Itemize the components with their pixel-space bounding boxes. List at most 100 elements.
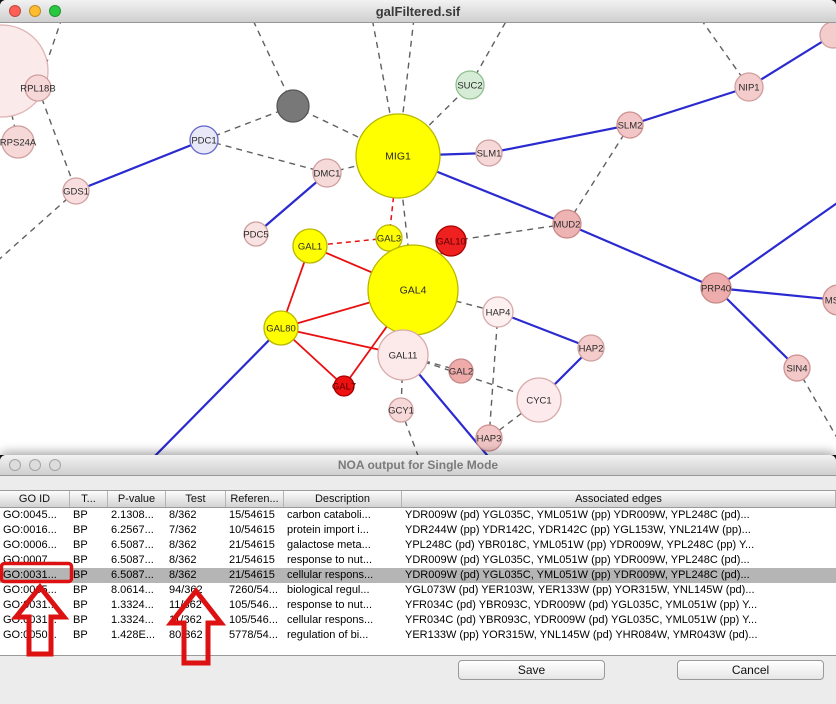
close-button[interactable] [9,5,21,17]
edge-pd[interactable] [796,367,836,443]
table-cell: 105/546... [229,599,278,611]
column-header-associated-edges[interactable]: Associated edges [402,491,836,507]
table-cell: BP [73,539,88,551]
node-gray1[interactable] [276,89,310,123]
edge-pp[interactable] [715,287,798,369]
save-button[interactable]: Save [458,660,605,680]
edge-pp[interactable] [715,286,836,301]
cancel-button[interactable]: Cancel [677,660,824,680]
node-GAL11[interactable] [377,329,429,381]
column-header-go-id[interactable]: GO ID [0,491,70,507]
node-PDC5[interactable] [243,221,269,247]
zoom-button[interactable] [49,459,61,471]
node-SLM1[interactable] [475,139,503,167]
node-MUD2[interactable] [552,209,582,239]
column-header-description[interactable]: Description [284,491,402,507]
close-button[interactable] [9,459,21,471]
edge-pp[interactable] [629,85,750,127]
node-RPL18B[interactable] [24,74,52,102]
node-GAL80[interactable] [263,310,299,346]
table-cell: 94/362 [169,584,203,596]
node-NIP1[interactable] [734,72,764,102]
edge-pp[interactable] [748,34,834,88]
node-label: GAL10 [436,237,466,248]
edge-red-dash[interactable] [388,155,399,239]
table-cell: 21/54615 [229,554,275,566]
node-GAL1[interactable] [292,228,328,264]
node-SIN4[interactable] [783,354,811,382]
network-graph: RPL18BRPS24AGDS1PDC1DMC1MIG1SUC2SLM1SLM2… [0,23,836,455]
edge-pp[interactable] [255,172,328,235]
node-MIG1[interactable] [355,113,441,199]
table-cell: 21/54615 [229,539,275,551]
edge-pp[interactable] [488,123,631,155]
edge-pd[interactable] [37,23,62,89]
column-header-t-[interactable]: T... [70,491,108,507]
edge-pd[interactable] [37,87,77,192]
edge-pd[interactable] [0,190,77,263]
column-header-referen-[interactable]: Referen... [226,491,284,507]
node-bigpale[interactable] [0,24,49,118]
table-cell: BP [73,614,88,626]
noa-window-titlebar[interactable]: NOA output for Single Mode [0,455,836,476]
edge-pp[interactable] [566,222,717,290]
node-label: SIN4 [786,364,807,375]
node-HAP2[interactable] [577,334,605,362]
node-RPS24A[interactable] [1,125,35,159]
edge-pd[interactable] [566,124,631,225]
network-window-titlebar[interactable]: galFiltered.sif [0,0,836,23]
node-GAL2[interactable] [448,358,474,384]
edge-pp[interactable] [497,310,592,350]
edge-pp[interactable] [75,138,205,193]
node-GAL3[interactable] [375,224,403,252]
node-SLM2[interactable] [616,111,644,139]
edge-pd[interactable] [488,311,499,439]
edge-pd[interactable] [203,139,328,174]
edge-pp[interactable] [715,201,836,289]
edge-pd[interactable] [450,223,568,242]
table-cell: 6.5087... [111,539,154,551]
node-label: PDC1 [191,136,216,147]
table-cell: YDR244W (pp) YDR142C, YDR142C (pp) YGL15… [405,524,751,536]
table-cell: 2.1308... [111,509,154,521]
edge-pd[interactable] [292,105,399,157]
edge-pp[interactable] [150,327,282,455]
minimize-button[interactable] [29,5,41,17]
node-MSN4[interactable] [822,284,836,316]
node-GDS1[interactable] [62,177,90,205]
node-GAL7[interactable] [333,375,355,397]
column-header-p-value[interactable]: P-value [108,491,166,507]
zoom-button[interactable] [49,5,61,17]
node-GCY1[interactable] [388,397,414,423]
network-window-title: galFiltered.sif [375,3,461,19]
node-GAL10[interactable] [435,225,467,257]
node-PRP40[interactable] [700,272,732,304]
node-label: MSN4 [825,296,836,307]
table-cell: protein import i... [287,524,369,536]
node-tr1[interactable] [819,23,836,49]
noa-window-title: NOA output for Single Mode [337,458,499,472]
column-header-test[interactable]: Test [166,491,226,507]
node-CYC1[interactable] [516,377,562,423]
edge-pd[interactable] [400,409,420,455]
node-label: CYC1 [526,396,551,407]
node-label: GAL7 [332,382,356,393]
node-HAP3[interactable] [475,424,503,452]
table-cell: BP [73,509,88,521]
node-DMC1[interactable] [312,158,342,188]
node-HAP4[interactable] [482,296,514,328]
node-SUC2[interactable] [455,70,485,100]
node-PDC1[interactable] [189,125,219,155]
node-label: GAL80 [266,324,296,335]
minimize-button[interactable] [29,459,41,471]
